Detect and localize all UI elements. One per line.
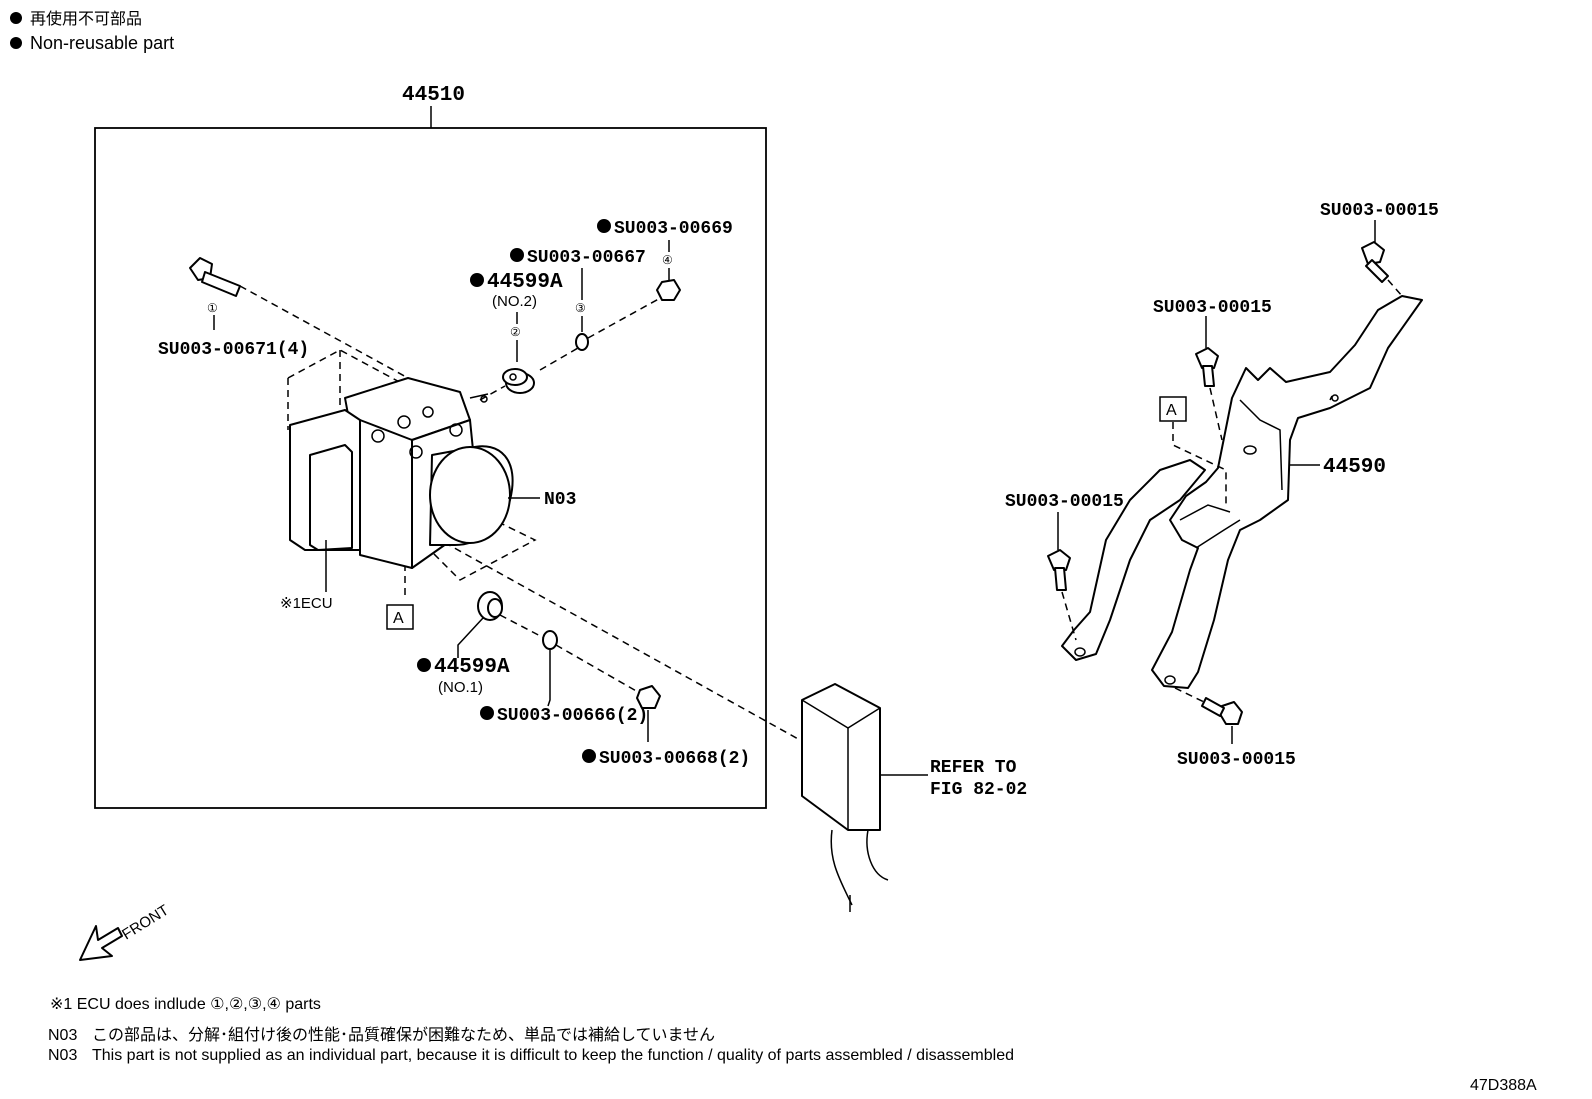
label-bracket-bolt-left: SU003-00015 <box>1005 492 1124 512</box>
washer-3 <box>575 333 589 351</box>
harness-connector <box>801 683 889 912</box>
dot-washer-no1 <box>480 706 494 720</box>
label-bracket-bolt-mid: SU003-00015 <box>1153 298 1272 318</box>
circle-1: ① <box>207 301 218 315</box>
svg-text:A: A <box>393 610 404 627</box>
bracket-bolt-mid <box>1195 347 1219 387</box>
label-44590: 44590 <box>1323 456 1386 479</box>
dot-washer-3 <box>510 248 524 262</box>
ref-box-a-right <box>1159 396 1187 422</box>
label-ecu: ※1ECU <box>280 595 333 612</box>
legend-dot-en <box>10 37 22 49</box>
label-nut-4: SU003-00669 <box>614 219 733 239</box>
bracket <box>1061 295 1423 689</box>
note-n03-en-code: N03 <box>48 1047 77 1064</box>
circle-3: ③ <box>575 301 586 315</box>
note-n03-en: This part is not supplied as an individu… <box>92 1047 1014 1064</box>
label-nut-no1: SU003-00668(2) <box>599 749 750 769</box>
label-washer-no1: SU003-00666(2) <box>497 706 648 726</box>
assembly-box <box>94 127 767 809</box>
label-grommet-no2: 44599A <box>487 271 563 294</box>
dot-nut-no1 <box>582 749 596 763</box>
legend-en: Non-reusable part <box>30 33 174 53</box>
grommet-no1 <box>477 591 503 621</box>
nut-4 <box>656 279 681 301</box>
svg-text:A: A <box>1166 402 1177 419</box>
note-n03-ja: この部品は、分解･組付け後の性能･品質確保が困難なため、単品では補給していません <box>92 1026 715 1044</box>
figure-id: 47D388A <box>1470 1077 1537 1094</box>
label-44510: 44510 <box>402 84 465 107</box>
legend-dot-ja <box>10 12 22 24</box>
abs-actuator <box>289 377 514 569</box>
bracket-bolt-left <box>1047 549 1071 591</box>
dot-grommet-no2 <box>470 273 484 287</box>
bolt-1 <box>189 257 241 297</box>
dot-nut-4 <box>597 219 611 233</box>
note-n03-ja-code: N03 <box>48 1027 77 1044</box>
dot-grommet-no1 <box>417 658 431 672</box>
label-refer-to: REFER TO <box>930 758 1017 778</box>
grommet-no2 <box>502 368 535 394</box>
label-front: FRONT <box>119 902 172 944</box>
bracket-bolt-top <box>1361 241 1389 283</box>
label-washer-3: SU003-00667 <box>527 248 646 268</box>
bracket-bolt-bottom <box>1201 697 1243 725</box>
circle-2: ② <box>510 325 521 339</box>
label-grommet-no2-sub: (NO.2) <box>492 293 537 310</box>
label-refer-fig: FIG 82-02 <box>930 780 1027 800</box>
nut-no1 <box>636 685 661 709</box>
legend-ja: 再使用不可部品 <box>30 10 142 28</box>
label-bolt-abs: SU003-00671(4) <box>158 340 309 360</box>
front-arrow-icon <box>79 925 123 961</box>
label-bracket-bolt-top: SU003-00015 <box>1320 201 1439 221</box>
label-grommet-no1: 44599A <box>434 656 510 679</box>
label-bracket-bolt-bottom: SU003-00015 <box>1177 750 1296 770</box>
label-grommet-no1-sub: (NO.1) <box>438 679 483 696</box>
note-ecu: ※1 ECU does indlude ①,②,③,④ parts <box>50 996 321 1013</box>
circle-4: ④ <box>662 253 673 267</box>
label-n03: N03 <box>544 490 576 510</box>
washer-no1 <box>542 630 558 650</box>
ref-box-a-left <box>386 604 414 630</box>
